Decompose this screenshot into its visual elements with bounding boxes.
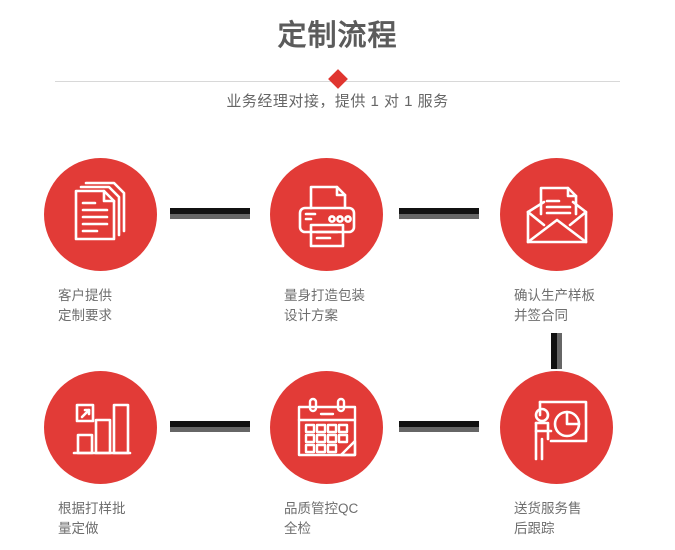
flow-step-6[interactable]: 送货服务售 后跟踪 xyxy=(500,371,660,539)
connector-bar-dark xyxy=(399,208,479,214)
flow-step-2-label: 量身打造包装 设计方案 xyxy=(284,288,365,323)
page-header: 定制流程 业务经理对接，提供 1 对 1 服务 xyxy=(0,0,675,130)
flow-step-4[interactable]: 根据打样批 量定做 xyxy=(44,371,204,539)
flow-step-1[interactable]: 客户提供 定制要求 xyxy=(44,158,204,326)
connector-bar-gray xyxy=(170,427,250,432)
calendar-check-icon xyxy=(297,397,356,456)
flow-step-1-circle[interactable] xyxy=(44,158,157,271)
flow-step-5-label: 品质管控QC 全检 xyxy=(284,501,359,536)
envelope-letter-icon xyxy=(526,186,587,243)
printer-icon xyxy=(298,185,355,247)
flow-step-4-label: 根据打样批 量定做 xyxy=(58,501,126,536)
flow-step-3-circle[interactable] xyxy=(500,158,613,271)
connector-step3-step6 xyxy=(551,333,562,369)
page-subtitle: 业务经理对接，提供 1 对 1 服务 xyxy=(226,93,449,110)
flow-step-6-label: 送货服务售 后跟踪 xyxy=(514,501,582,536)
flow-step-1-label: 客户提供 定制要求 xyxy=(58,288,112,323)
connector-bar-gray xyxy=(557,333,562,369)
page-title: 定制流程 xyxy=(277,20,398,52)
connector-bar-dark xyxy=(170,421,250,427)
flow-step-5-circle[interactable] xyxy=(270,371,383,484)
divider xyxy=(55,69,620,92)
flow-step-2[interactable]: 量身打造包装 设计方案 xyxy=(270,158,430,326)
connector-bar-dark xyxy=(399,421,479,427)
presentation-pie-chart-icon xyxy=(534,400,587,460)
connector-step5-step6 xyxy=(399,421,479,432)
connector-step2-step3 xyxy=(399,208,479,219)
documents-stack-icon xyxy=(74,181,125,240)
flow-step-5[interactable]: 品质管控QC 全检 xyxy=(270,371,430,539)
flow-step-2-circle[interactable] xyxy=(270,158,383,271)
connector-bar-gray xyxy=(399,427,479,432)
connector-bar-gray xyxy=(170,214,250,219)
flow-step-3[interactable]: 确认生产样板 并签合同 xyxy=(500,158,660,326)
flow-step-4-circle[interactable] xyxy=(44,371,157,484)
bar-chart-growth-icon xyxy=(72,403,131,454)
connector-step1-step2 xyxy=(170,208,250,219)
connector-bar-gray xyxy=(399,214,479,219)
connector-bar-dark xyxy=(170,208,250,214)
connector-step4-step5 xyxy=(170,421,250,432)
flow-step-3-label: 确认生产样板 并签合同 xyxy=(514,288,595,323)
flow-step-6-circle[interactable] xyxy=(500,371,613,484)
connector-bar-dark xyxy=(551,333,557,369)
